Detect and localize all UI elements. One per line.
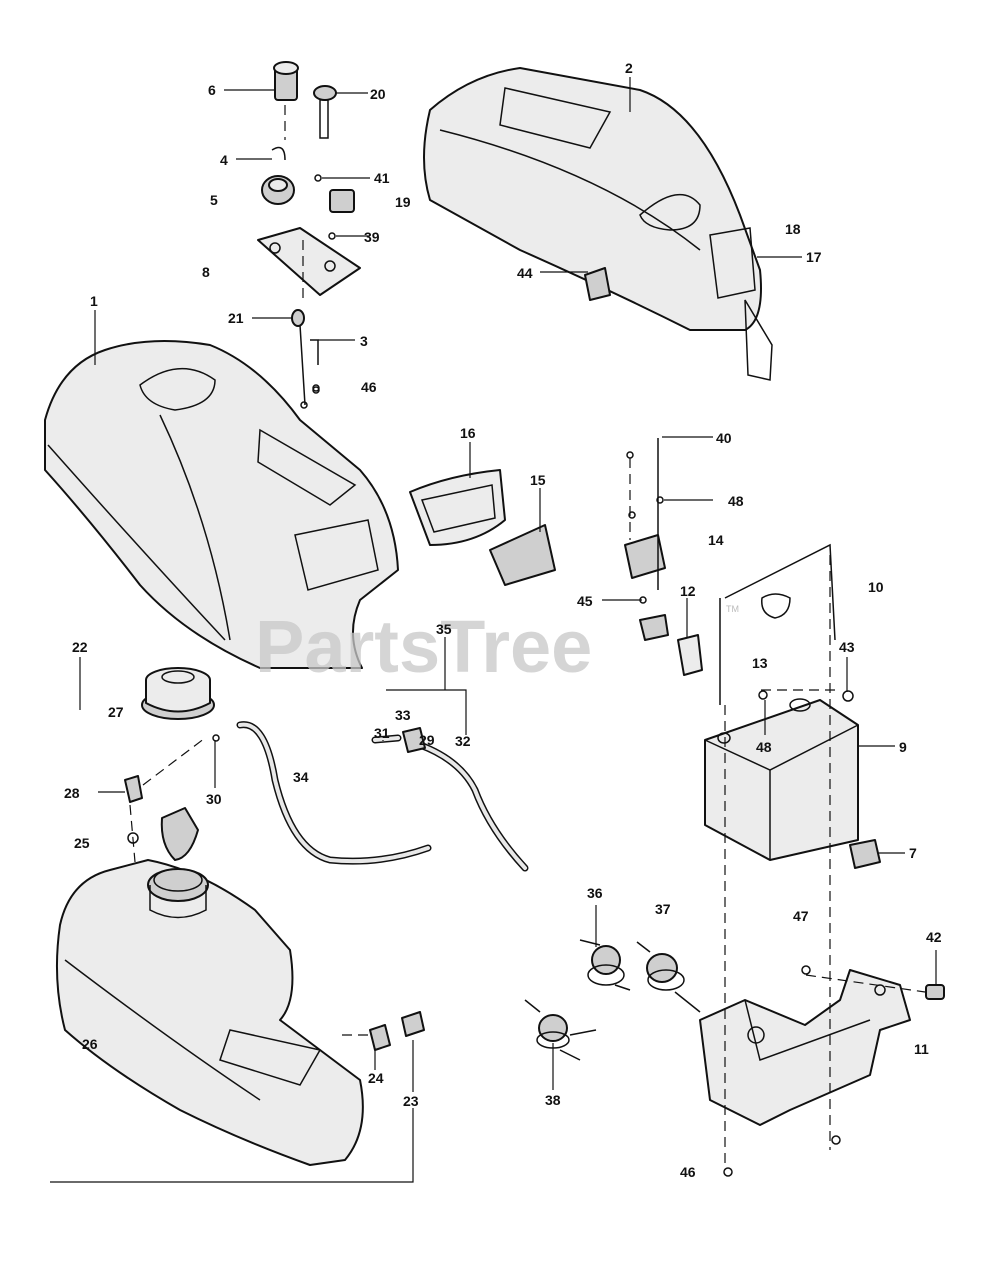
- label-43: 43: [839, 639, 855, 655]
- label-5: 5: [210, 192, 218, 208]
- valve-part-23[interactable]: [401, 1011, 425, 1037]
- switch-part-5[interactable]: [261, 175, 295, 205]
- label-46-bottom: 46: [680, 1164, 696, 1180]
- clip-part-4[interactable]: [271, 146, 286, 161]
- bolt-part-43[interactable]: [842, 690, 854, 702]
- label-46-top: 46: [361, 379, 377, 395]
- fuel-hose-part-34[interactable]: [212, 721, 432, 865]
- label-2: 2: [625, 60, 633, 76]
- nut-part-47[interactable]: [801, 965, 811, 975]
- callout-labels: 1 2 3 4 5 6 7 8 9 10 11 12 13 14 15 16 1…: [64, 60, 942, 1180]
- label-40: 40: [716, 430, 732, 446]
- label-17: 17: [806, 249, 822, 265]
- cable-part-21[interactable]: [291, 309, 305, 327]
- label-15: 15: [530, 472, 546, 488]
- label-18: 18: [785, 221, 801, 237]
- fuel-hose-part-32[interactable]: [416, 741, 529, 872]
- label-20: 20: [370, 86, 386, 102]
- label-33: 33: [395, 707, 411, 723]
- label-42: 42: [926, 929, 942, 945]
- dash-cover-part-2[interactable]: [423, 67, 773, 381]
- battery-tray-part-11[interactable]: [699, 969, 911, 1126]
- bracket-part-12[interactable]: [677, 634, 703, 676]
- watermark-tm: TM: [726, 604, 739, 614]
- label-23: 23: [403, 1093, 419, 1109]
- cable-part-38[interactable]: [524, 999, 597, 1061]
- fuel-tank-part-26[interactable]: [55, 859, 364, 1166]
- label-9: 9: [899, 739, 907, 755]
- screw-part-39[interactable]: [328, 232, 336, 240]
- bolt-part-42[interactable]: [925, 984, 945, 1000]
- cable-part-37[interactable]: [636, 941, 701, 1013]
- label-21: 21: [228, 310, 244, 326]
- label-45: 45: [577, 593, 593, 609]
- fitting-part-28[interactable]: [124, 775, 143, 803]
- label-16: 16: [460, 425, 476, 441]
- label-3: 3: [360, 333, 368, 349]
- label-22: 22: [72, 639, 88, 655]
- label-1: 1: [90, 293, 98, 309]
- grommet-part-24[interactable]: [369, 1024, 391, 1051]
- label-31: 31: [374, 725, 390, 741]
- label-4: 4: [220, 152, 228, 168]
- leader-lines: [50, 77, 937, 1183]
- lens-part-15[interactable]: [489, 524, 556, 586]
- label-8: 8: [202, 264, 210, 280]
- label-39: 39: [364, 229, 380, 245]
- label-47: 47: [793, 908, 809, 924]
- label-38: 38: [545, 1092, 561, 1108]
- fuel-cap-part-27[interactable]: [141, 667, 215, 720]
- label-10: 10: [868, 579, 884, 595]
- label-28: 28: [64, 785, 80, 801]
- plate-part-8[interactable]: [257, 227, 361, 296]
- label-12: 12: [680, 583, 696, 599]
- label-6: 6: [208, 82, 216, 98]
- assembly-line: [129, 804, 136, 863]
- filter-part-25[interactable]: [127, 807, 199, 861]
- label-13: 13: [752, 655, 768, 671]
- label-29: 29: [419, 732, 435, 748]
- screw-part-41[interactable]: [314, 174, 322, 182]
- label-44: 44: [517, 265, 533, 281]
- label-48-mid: 48: [756, 739, 772, 755]
- connector-part-7[interactable]: [849, 839, 881, 869]
- ignition-switch-part-6[interactable]: [273, 61, 299, 101]
- cable-part-36[interactable]: [579, 939, 631, 991]
- label-19: 19: [395, 194, 411, 210]
- bezel-part-16[interactable]: [409, 469, 506, 546]
- filter-part-29[interactable]: [402, 727, 426, 753]
- rod-part-3[interactable]: [299, 324, 320, 409]
- battery-part-9[interactable]: [704, 698, 859, 861]
- label-35: 35: [436, 621, 452, 637]
- label-14: 14: [708, 532, 724, 548]
- watermark: PartsTree: [255, 605, 592, 688]
- label-26: 26: [82, 1036, 98, 1052]
- label-30: 30: [206, 791, 222, 807]
- assembly-line: [142, 737, 206, 786]
- knob-part-20[interactable]: [313, 85, 337, 139]
- hose-part-31[interactable]: [371, 734, 402, 744]
- bracket-part-44[interactable]: [584, 267, 611, 301]
- label-48-top: 48: [728, 493, 744, 509]
- label-27: 27: [108, 704, 124, 720]
- assembly-line: [805, 974, 926, 993]
- label-36: 36: [587, 885, 603, 901]
- fender-body-part-1[interactable]: [44, 340, 399, 669]
- label-11: 11: [914, 1041, 929, 1057]
- label-41: 41: [374, 170, 390, 186]
- label-34: 34: [293, 769, 309, 785]
- switch-part-19[interactable]: [329, 189, 355, 213]
- label-37: 37: [655, 901, 671, 917]
- label-25: 25: [74, 835, 90, 851]
- holddown-part-10[interactable]: [719, 543, 836, 705]
- module-part-14[interactable]: [624, 438, 669, 641]
- label-24: 24: [368, 1070, 384, 1086]
- label-7: 7: [909, 845, 917, 861]
- label-32: 32: [455, 733, 471, 749]
